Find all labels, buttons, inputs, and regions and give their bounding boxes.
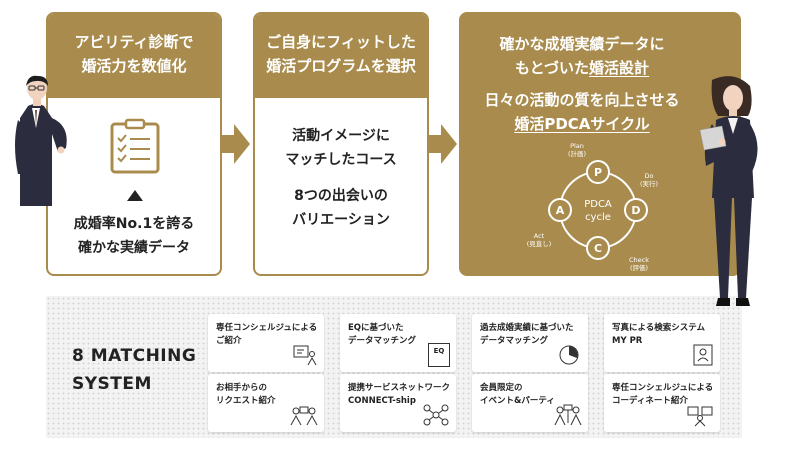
matching-item-label: EQに基づいた データマッチング [348, 323, 417, 346]
step3-head-line4-underlined: 婚活PDCAサイクル [514, 115, 650, 133]
matching-item-label: 専任コンシェルジュによる ご紹介 [216, 323, 318, 346]
step-card-pdca-header: 確かな成婚実績データに もとづいた婚活設計 日々の活動の質を向上させる 婚活PD… [461, 14, 739, 136]
pdca-label-plan-jp: (計画) [568, 149, 586, 158]
step3-head-line2-pre: もとづいた [514, 59, 590, 77]
matching-item-label: 過去成婚実績に基づいた データマッチング [480, 323, 574, 346]
step3-head-line1: 確かな成婚実績データに [499, 35, 665, 53]
step-card-program: ご自身にフィットした 婚活プログラムを選択 活動イメージに マッチしたコース 8… [253, 12, 429, 276]
eq-document-icon: EQ [428, 343, 450, 367]
step1-head-line1: アビリティ診断で [74, 33, 194, 51]
step3-head-line3: 日々の活動の質を向上させる [484, 91, 680, 109]
people-request-icon [290, 406, 318, 426]
step2-body: 活動イメージに マッチしたコース 8つの出会いの バリエーション [255, 124, 427, 232]
step2-head-line2: 婚活プログラムを選択 [266, 57, 416, 75]
concierge-document-icon [293, 345, 317, 366]
step2-head-line1: ご自身にフィットした [266, 33, 416, 51]
businesswoman-figure [699, 76, 758, 306]
step3-head-line2: もとづいた婚活設計 [461, 56, 703, 80]
matching-item-eq-data: EQに基づいた データマッチング EQ [340, 314, 456, 372]
network-icon [423, 404, 449, 426]
matching-system-title: 8 MATCHING SYSTEM [72, 342, 196, 398]
matching-item-label: お相手からの リクエスト紹介 [216, 383, 276, 406]
pie-chart-icon [559, 345, 579, 365]
pdca-label-do: Do [645, 172, 654, 180]
photo-profile-icon [693, 344, 713, 366]
step2-body-line3: 8つの出会いの [294, 188, 388, 204]
businessman-figure [15, 75, 67, 206]
matching-item-label: 専任コンシェルジュによる コーディネート紹介 [612, 383, 714, 406]
up-triangle-icon [127, 190, 143, 201]
matching-item-connect-ship: 提携サービスネットワーク CONNECT-ship [340, 374, 456, 432]
matching-item-events: 会員限定の イベント&パーティ [472, 374, 588, 432]
pdca-label-check: Check [629, 256, 649, 264]
matching-item-label: 写真による検索システム MY PR [612, 323, 705, 346]
arrow-right-icon [222, 124, 250, 164]
matching-item-photo-search: 写真による検索システム MY PR [604, 314, 720, 372]
pdca-cycle-diagram: P D C A PDCA cycle Plan (計画) Do (実行) Che… [527, 142, 658, 272]
matching-title-line2: SYSTEM [72, 374, 152, 394]
pdca-center-line2: cycle [585, 212, 611, 223]
step2-body-line4: バリエーション [292, 212, 390, 228]
arrow-right-icon [429, 124, 457, 164]
pdca-label-act-jp: (見直し) [527, 239, 552, 248]
matching-item-coordinate-intro: 専任コンシェルジュによる コーディネート紹介 [604, 374, 720, 432]
clipboard-checklist-icon [110, 118, 160, 174]
matching-item-label: 会員限定の イベント&パーティ [480, 383, 555, 406]
pdca-center-line1: PDCA [584, 199, 612, 210]
matching-system-panel: 8 MATCHING SYSTEM 専任コンシェルジュによる ご紹介 EQに基づ… [46, 296, 742, 438]
matching-item-label: 提携サービスネットワーク CONNECT-ship [348, 383, 451, 406]
pdca-label-check-jp: (評価) [630, 263, 648, 272]
concierge-coordinate-icon [687, 406, 713, 427]
step-card-pdca: 確かな成婚実績データに もとづいた婚活設計 日々の活動の質を向上させる 婚活PD… [459, 12, 741, 276]
step1-body: 成婚率No.1を誇る 確かな実績データ [48, 212, 220, 260]
matching-title-line1: 8 MATCHING [72, 346, 197, 366]
matching-item-request-intro: お相手からの リクエスト紹介 [208, 374, 324, 432]
step1-head-line2: 婚活力を数値化 [81, 57, 187, 75]
pdca-node-c: C [594, 242, 602, 255]
matching-item-past-data: 過去成婚実績に基づいた データマッチング [472, 314, 588, 372]
pdca-node-p: P [594, 166, 602, 179]
matching-item-concierge-intro: 専任コンシェルジュによる ご紹介 [208, 314, 324, 372]
step3-head-line2-underlined: 婚活設計 [589, 59, 650, 77]
eq-icon-text: EQ [433, 347, 445, 355]
pdca-label-plan: Plan [570, 142, 584, 150]
pdca-node-a: A [556, 204, 565, 217]
step1-body-line2: 確かな実績データ [78, 240, 190, 256]
step2-body-line2: マッチしたコース [285, 152, 397, 168]
step-card-ability-header: アビリティ診断で 婚活力を数値化 [48, 14, 220, 98]
step-card-program-header: ご自身にフィットした 婚活プログラムを選択 [255, 14, 427, 98]
step1-body-line1: 成婚率No.1を誇る [73, 216, 195, 232]
pdca-label-do-jp: (実行) [640, 179, 658, 188]
step-card-ability: アビリティ診断で 婚活力を数値化 成婚率No.1を誇る 確かな実績データ [46, 12, 222, 276]
pdca-node-d: D [631, 204, 640, 217]
pdca-label-act: Act [534, 232, 545, 240]
step2-body-line1: 活動イメージに [292, 128, 390, 144]
party-event-icon [554, 404, 582, 426]
